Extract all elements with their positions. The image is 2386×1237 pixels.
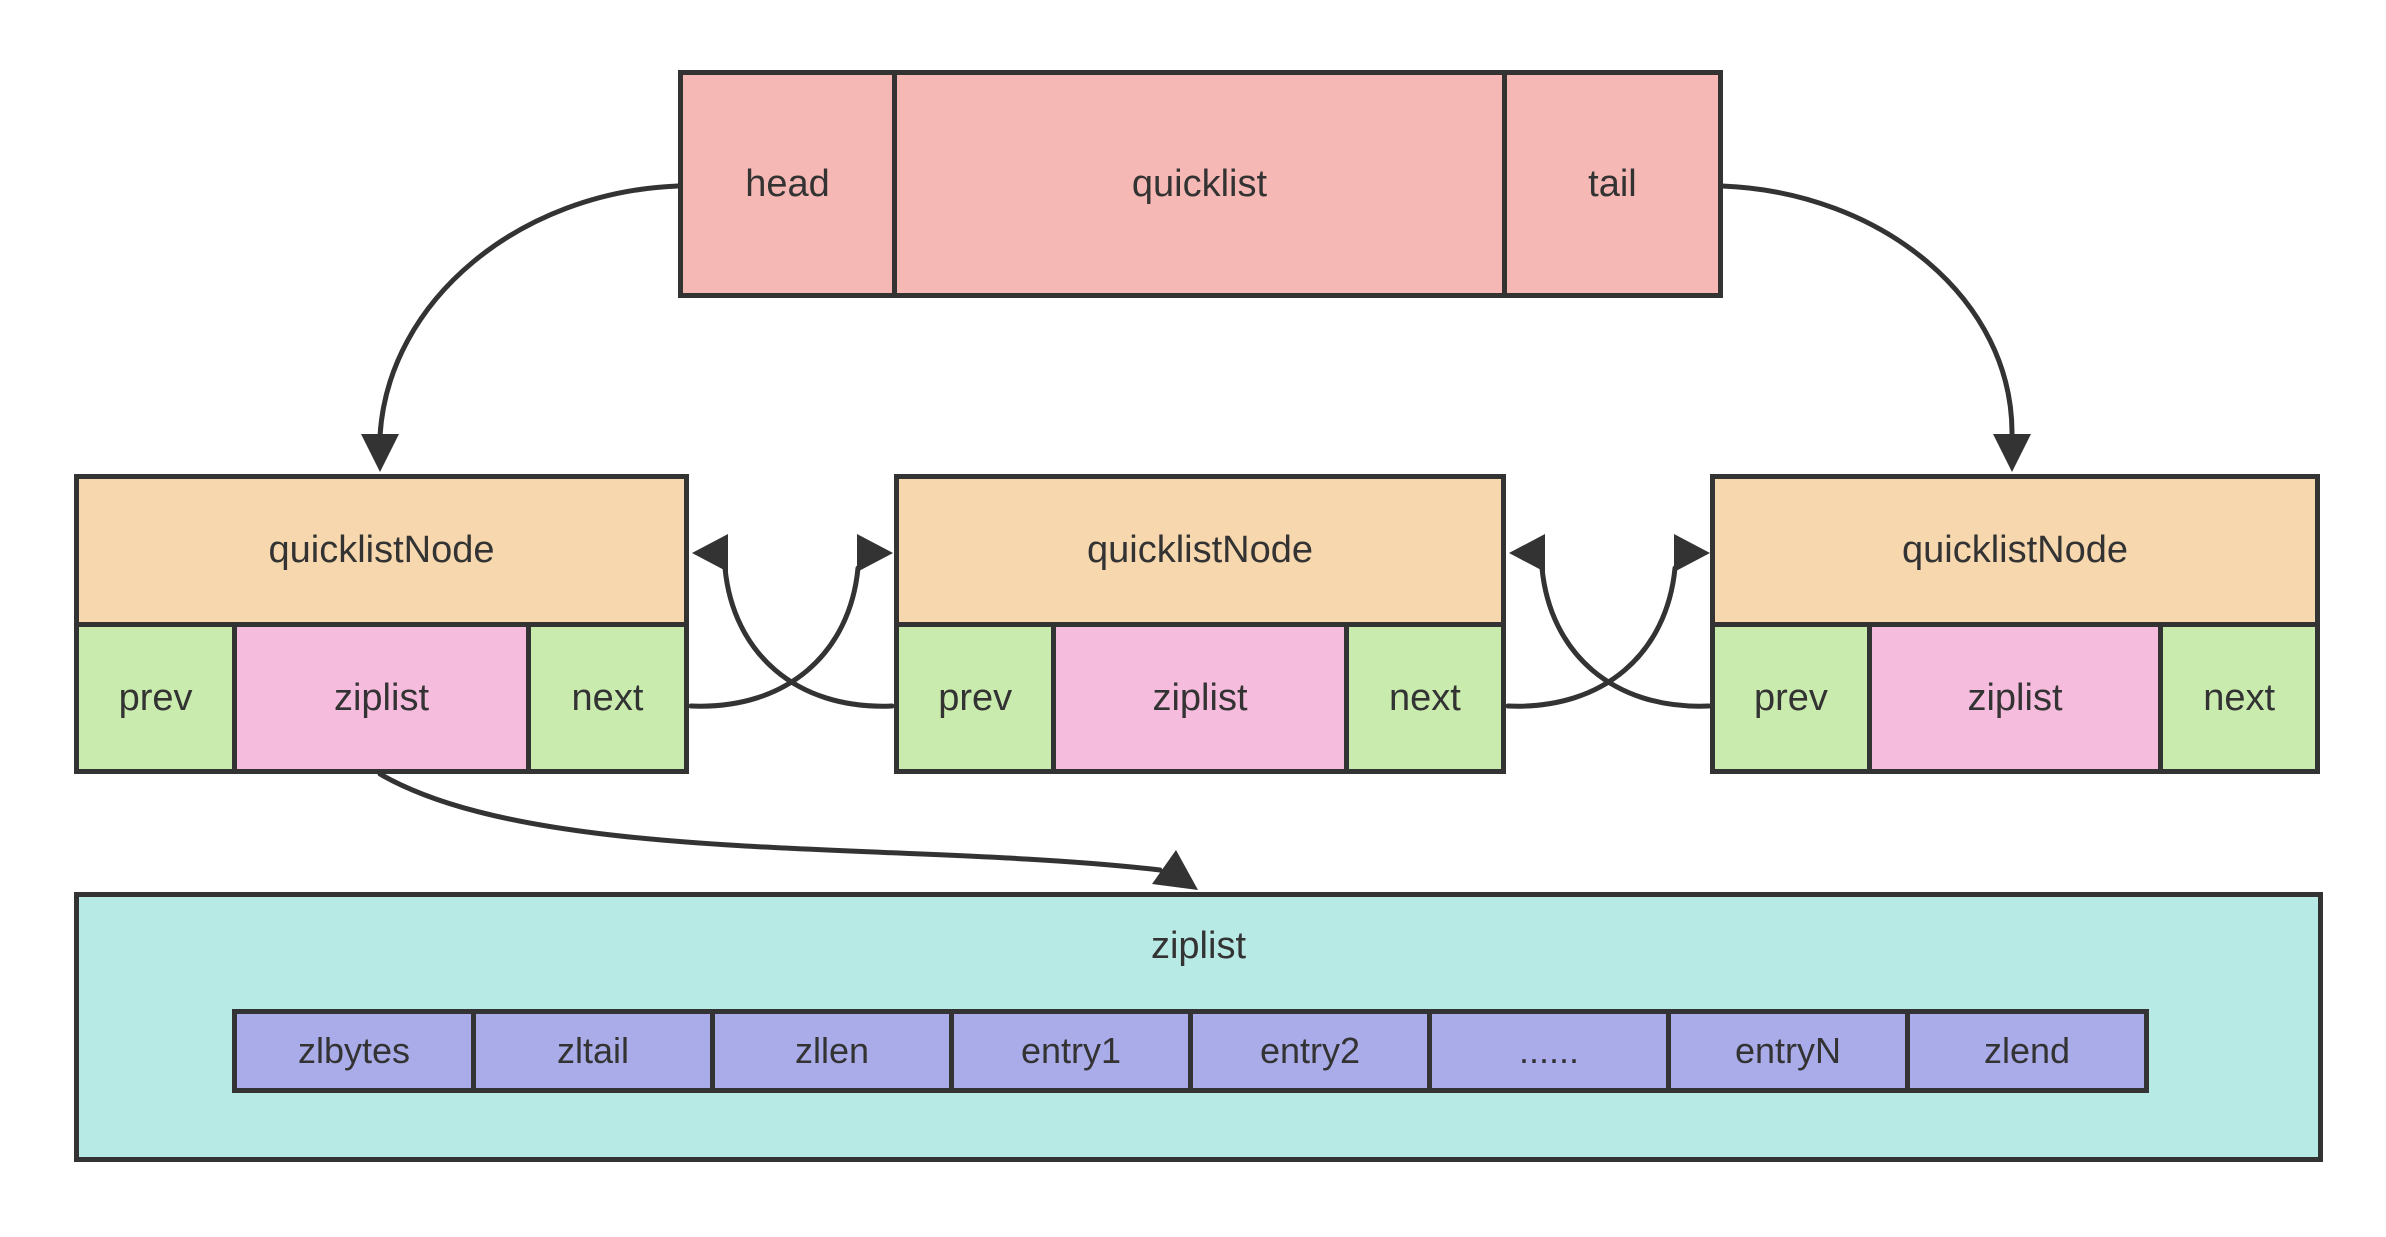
quicklistnode-3-prev-cell: prev [1715,627,1867,769]
quicklist-head-cell: head [745,162,830,205]
quicklistnode-2-ziplist-cell: ziplist [1051,627,1344,769]
quicklist-label-cell: quicklist [892,75,1502,293]
tail-arrowhead-icon [1993,434,2031,472]
head-arrowhead-icon [361,434,399,472]
quicklistnode-2-prev-cell: prev [899,627,1052,769]
quicklistnode-3-ziplist-cell: ziplist [1866,627,2159,769]
ziplist-box-title: ziplist [1150,925,1247,967]
quicklistnode-3-next-cell: next [2158,627,2315,769]
node3-prev-arrow-curve [1539,565,1712,709]
node1-next-arrowhead-icon [857,534,893,572]
node2-prev-arrow-curve [722,565,895,709]
quicklist-box: head quicklist tail [678,70,1723,298]
quicklistnode-1-next-cell: next [525,627,684,769]
ziplist-entry-strip: zlbytes zltail zllen entry1 entry2 .....… [232,1009,2149,1093]
node2-next-arrowhead-icon [1674,534,1710,572]
node1-ziplist-arrowhead-icon [1152,850,1198,890]
quicklistnode-1-prev-cell: prev [79,627,233,769]
node1-next-arrow-curve [688,565,861,709]
quicklist-tail-cell: tail [1501,75,1718,293]
quicklistnode-3-row: prev ziplist next [1715,627,2315,769]
ziplist-cell-ellipsis: ...... [1427,1014,1666,1088]
quicklistnode-3: quicklistNode prev ziplist next [1710,474,2320,774]
quicklistnode-2-next-cell: next [1343,627,1501,769]
quicklistnode-1-row: prev ziplist next [79,627,684,769]
tail-arrow-curve [1719,183,2015,439]
ziplist-cell-entry2: entry2 [1188,1014,1427,1088]
node3-prev-arrowhead-icon [1509,534,1545,572]
quicklistnode-2-row: prev ziplist next [899,627,1501,769]
head-arrow-curve [377,183,681,439]
ziplist-cell-entryN: entryN [1666,1014,1905,1088]
ziplist-cell-entry1: entry1 [949,1014,1188,1088]
quicklistnode-3-title: quicklistNode [1715,479,2315,627]
ziplist-box: ziplist zlbytes zltail zllen entry1 entr… [74,892,2323,1162]
node1-ziplist-arrow-curve [377,771,1163,873]
node2-next-arrow-curve [1505,565,1678,709]
ziplist-cell-zlbytes: zlbytes [297,1030,411,1071]
node2-prev-arrowhead-icon [692,534,728,572]
quicklistnode-1-ziplist-cell: ziplist [232,627,526,769]
ziplist-cell-zllen: zllen [710,1014,949,1088]
quicklistnode-2-title: quicklistNode [899,479,1501,627]
quicklistnode-1: quicklistNode prev ziplist next [74,474,689,774]
quicklistnode-1-title: quicklistNode [79,479,684,627]
ziplist-cell-zlend: zlend [1905,1014,2144,1088]
quicklistnode-2: quicklistNode prev ziplist next [894,474,1506,774]
ziplist-cell-zltail: zltail [471,1014,710,1088]
